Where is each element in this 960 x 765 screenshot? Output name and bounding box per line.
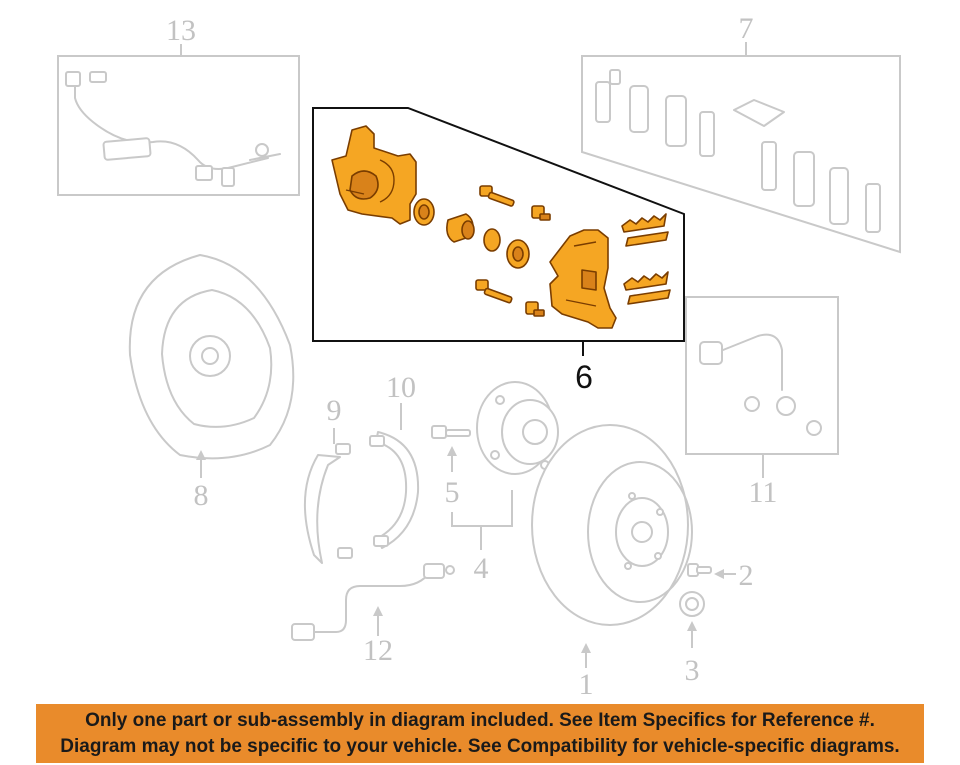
callout-4[interactable]: 4 xyxy=(474,552,489,585)
callout-6[interactable]: 6 xyxy=(575,359,593,395)
callout-10[interactable]: 10 xyxy=(386,371,416,404)
part-4-hub-assembly[interactable] xyxy=(476,381,559,475)
part-12-brake-cable[interactable] xyxy=(291,563,455,641)
callout-3[interactable]: 3 xyxy=(685,654,700,687)
part-9-parking-brake-shoe[interactable] xyxy=(303,443,353,564)
part-5-hub-bolt[interactable] xyxy=(431,425,471,439)
part-11-brake-hose[interactable] xyxy=(685,296,839,455)
part-6-caliper-assembly[interactable] xyxy=(312,107,685,342)
callout-2[interactable]: 2 xyxy=(739,559,754,592)
part-2-rotor-screw[interactable] xyxy=(687,563,712,577)
part-8-backing-plate[interactable] xyxy=(128,254,295,460)
disclaimer-banner: Only one part or sub-assembly in diagram… xyxy=(36,704,924,763)
part-7-brake-pad-set[interactable] xyxy=(581,55,901,254)
callout-5[interactable]: 5 xyxy=(445,476,460,509)
disclaimer-line-1: Only one part or sub-assembly in diagram… xyxy=(85,709,875,731)
disclaimer-line-2: Diagram may not be specific to your vehi… xyxy=(60,735,900,757)
callout-8[interactable]: 8 xyxy=(194,479,209,512)
callout-7[interactable]: 7 xyxy=(739,12,754,45)
callout-9[interactable]: 9 xyxy=(327,394,342,427)
part-3-hub-cap[interactable] xyxy=(679,591,705,617)
callout-13[interactable]: 13 xyxy=(166,14,196,47)
part-1-brake-rotor[interactable] xyxy=(531,424,693,626)
callout-12[interactable]: 12 xyxy=(363,634,393,667)
callout-11[interactable]: 11 xyxy=(749,476,778,509)
part-13-wheel-speed-sensor[interactable] xyxy=(57,55,300,196)
callout-1[interactable]: 1 xyxy=(579,668,594,701)
part-10-parking-brake-shoe[interactable] xyxy=(369,431,420,549)
